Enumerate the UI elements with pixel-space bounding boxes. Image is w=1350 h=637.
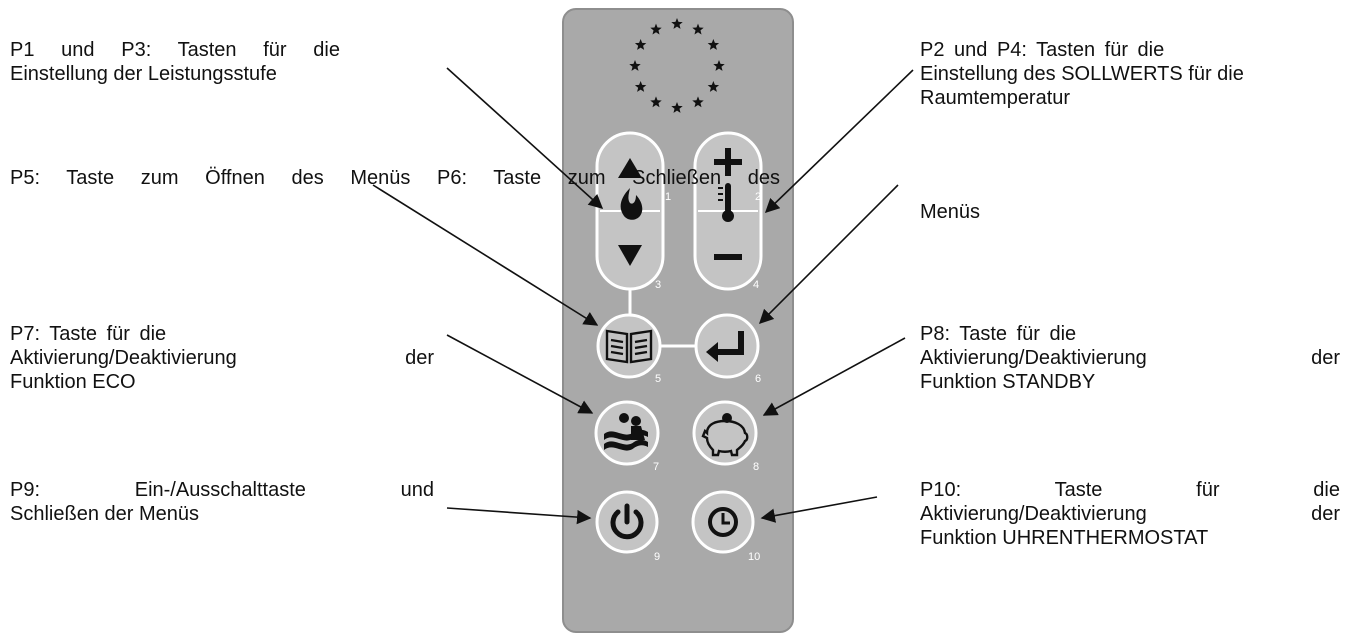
enter-icon	[716, 331, 744, 355]
label-p2-p4-line-3: Raumtemperatur	[920, 87, 1071, 109]
label-p6-menus: Menüs	[920, 201, 981, 223]
label-p8-line-1: P8: Taste für die	[920, 323, 1077, 345]
power-button[interactable]: 9	[595, 490, 660, 563]
label-p7-line-3: Funktion ECO	[10, 371, 136, 393]
triangle-up-icon	[618, 158, 642, 178]
standby-button[interactable]: 8	[692, 400, 759, 473]
triangle-down-icon	[618, 245, 642, 266]
power-level-button-group[interactable]: 1 3	[595, 131, 671, 291]
label-p7-line-1: P7: Taste für die	[10, 323, 167, 345]
label-p10-line-3: Funktion UHRENTHERMOSTAT	[920, 527, 1209, 549]
button-number-10: 10	[748, 551, 760, 563]
eco-button[interactable]: 7	[594, 400, 660, 473]
temperature-up-button[interactable]	[714, 148, 742, 176]
menu-open-button[interactable]: 5	[596, 313, 662, 385]
remote-control-panel	[562, 8, 794, 633]
label-p10-line-2: Aktivierung/Deaktivierung der	[920, 503, 1340, 525]
label-p9: P9: Ein-/Ausschalttaste und Schließen de…	[10, 478, 434, 526]
label-p1-p3-line-1: P1 und P3: Tasten für die	[10, 39, 340, 61]
button-number-9: 9	[654, 551, 660, 563]
label-p1-p3: P1 und P3: Tasten für die Einstellung de…	[10, 38, 340, 86]
label-p10: P10: Taste für die Aktivierung/Deaktivie…	[920, 478, 1340, 550]
label-p10-line-1: P10: Taste für die	[920, 479, 1340, 501]
button-number-5: 5	[655, 373, 661, 385]
label-p8-line-3: Funktion STANDBY	[920, 371, 1096, 393]
button-number-3: 3	[655, 279, 661, 291]
label-p9-line-1: P9: Ein-/Ausschalttaste und	[10, 479, 434, 501]
menu-close-button[interactable]: 6	[694, 313, 761, 385]
button-number-7: 7	[653, 461, 659, 473]
temperature-setpoint-button-group[interactable]: 2 4	[693, 131, 763, 291]
label-p8-line-2: Aktivierung/Deaktivierung der	[920, 347, 1340, 369]
clock-thermostat-button[interactable]: 10	[691, 490, 760, 563]
label-p7: P7: Taste für die Aktivierung/Deaktivier…	[10, 322, 434, 394]
label-p6-continuation: Menüs	[920, 200, 980, 224]
button-number-2: 2	[755, 191, 761, 203]
label-p9-line-2: Schließen der Menüs	[10, 503, 199, 525]
button-number-8: 8	[753, 461, 759, 473]
plus-icon	[714, 148, 742, 176]
label-p7-line-2: Aktivierung/Deaktivierung der	[10, 347, 434, 369]
power-down-button[interactable]	[618, 245, 642, 266]
label-p8: P8: Taste für die Aktivierung/Deaktivier…	[920, 322, 1340, 394]
book-icon	[605, 329, 653, 364]
label-p5-p6: P5: Taste zum Öffnen des Menüs P6: Taste…	[10, 166, 780, 190]
thermometer-icon	[718, 183, 734, 222]
button-number-4: 4	[753, 279, 759, 291]
label-p2-p4-line-2: Einstellung des SOLLWERTS für die	[920, 63, 1244, 85]
power-icon	[610, 503, 644, 540]
label-p5-p6-line: P5: Taste zum Öffnen des Menüs P6: Taste…	[10, 167, 780, 189]
button-number-6: 6	[755, 373, 761, 385]
flame-icon	[620, 188, 643, 220]
power-up-button[interactable]	[618, 158, 642, 178]
label-p2-p4: P2 und P4: Tasten für die Einstellung de…	[920, 38, 1340, 110]
button-number-1: 1	[665, 191, 671, 203]
label-p2-p4-line-1: P2 und P4: Tasten für die	[920, 39, 1165, 61]
piggy-bank-icon	[701, 413, 749, 457]
eco-people-waves-icon	[604, 413, 648, 451]
clock-icon	[708, 507, 738, 537]
label-p1-p3-line-2: Einstellung der Leistungsstufe	[10, 63, 277, 85]
